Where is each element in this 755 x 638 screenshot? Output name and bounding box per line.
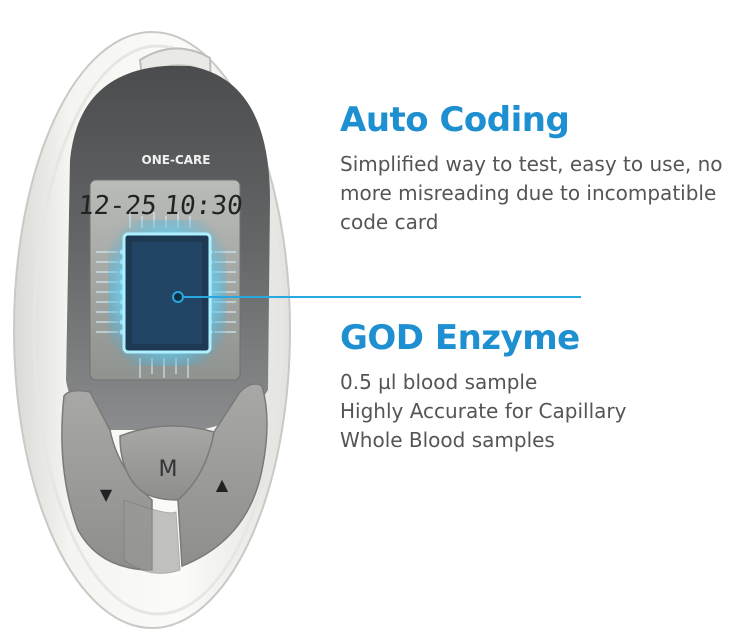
callout-dot	[172, 291, 184, 303]
feature-description: Simplified way to test, easy to use, no …	[340, 152, 723, 234]
feature-title: Auto Coding	[340, 100, 570, 140]
feature-description-line: Highly Accurate for Capillary	[340, 399, 627, 423]
down-arrow-icon: ▼	[100, 485, 113, 504]
callout-line	[178, 296, 581, 298]
feature-auto-coding: Auto Coding Simplified way to test, easy…	[340, 100, 750, 237]
glucose-meter-device: ONE-CARE 12-25 10:30 M ▼ ▲	[13, 31, 291, 629]
feature-god-enzyme: GOD Enzyme 0.5 µl blood sample Highly Ac…	[340, 316, 750, 455]
feature-description-line: Whole Blood samples	[340, 428, 555, 452]
up-arrow-icon: ▲	[216, 475, 229, 494]
m-button[interactable]	[119, 425, 215, 501]
lcd-time: 10:30	[163, 191, 244, 221]
brand-logo: ONE-CARE	[142, 153, 211, 167]
m-button-label: M	[159, 457, 178, 482]
lcd-date: 12-25	[77, 191, 158, 221]
feature-title: GOD Enzyme	[340, 318, 580, 358]
feature-description-line: 0.5 µl blood sample	[340, 370, 538, 394]
right-button[interactable]	[177, 383, 268, 568]
